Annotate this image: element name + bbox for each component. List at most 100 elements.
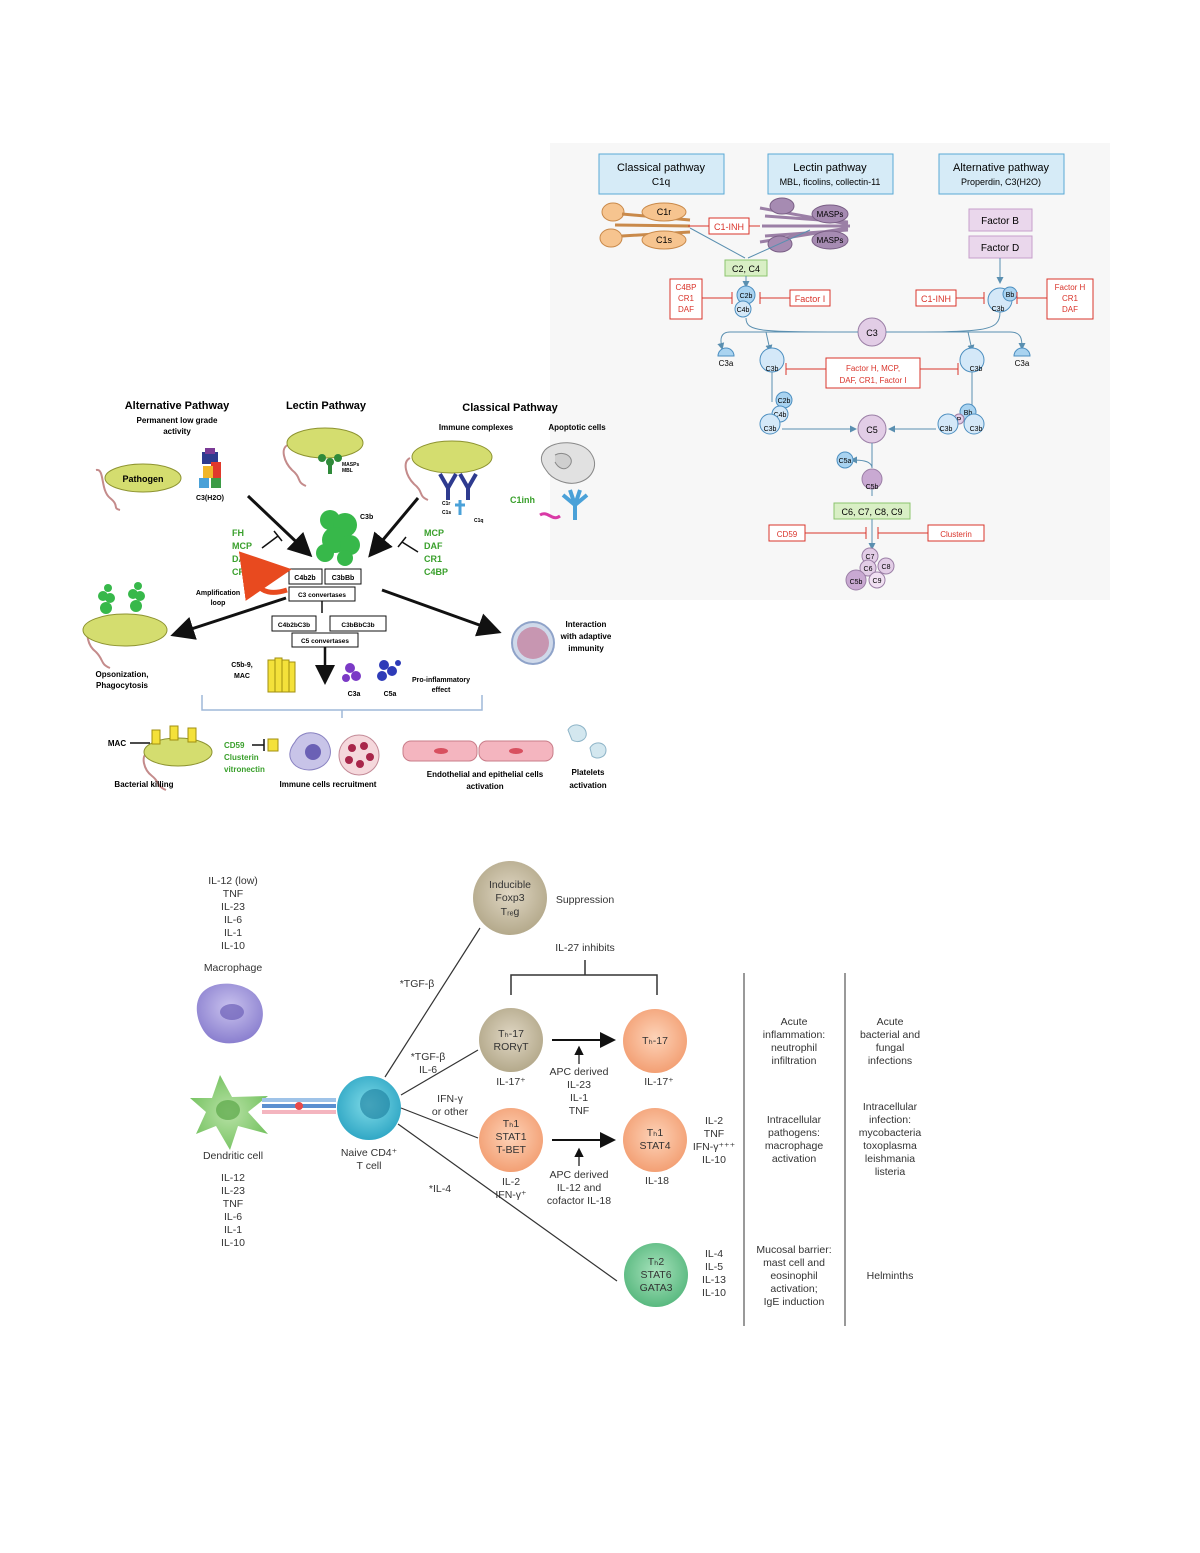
th1-a-below-1: IL-2	[502, 1176, 520, 1188]
c5a-label: C5a	[839, 458, 852, 465]
c3-convertases-label: C3 convertases	[298, 592, 346, 599]
immune-cell-2-shape	[338, 734, 380, 776]
mac-cluster	[845, 547, 895, 591]
dis2-line3: mycobacteria	[859, 1127, 922, 1139]
c3b-l2-shape	[759, 413, 781, 435]
mac-bug-flagellum	[142, 751, 167, 791]
th1-b-cell-shape	[623, 1108, 687, 1172]
dis1-line1: Acute	[877, 1016, 904, 1028]
lectin-bug-shape	[286, 427, 364, 459]
c3b-r2b-label: C3b	[970, 426, 983, 433]
il17-a-label: IL-17⁺	[496, 1076, 526, 1088]
alt-sub1: Permanent low grade	[137, 416, 218, 425]
opsonization-label-2: Phagocytosis	[96, 681, 149, 690]
naive-label-2: T cell	[357, 1160, 382, 1172]
platelet-1	[567, 724, 587, 743]
dc-cyto-1: IL-12	[221, 1172, 245, 1184]
c3bbb-label: C3bBb	[332, 575, 355, 582]
il18-label: IL-18	[645, 1175, 669, 1187]
th2-cell-shape	[624, 1243, 688, 1307]
dis2-line6: listeria	[875, 1166, 906, 1178]
func3-line2: mast cell and	[763, 1257, 825, 1269]
proinflammatory-label-2: effect	[432, 687, 451, 694]
c4bp-box	[669, 278, 703, 320]
center-inhibitor-box	[825, 357, 921, 389]
func1-line2: inflammation:	[763, 1029, 825, 1041]
masps-small-label: MASPs	[342, 462, 359, 468]
c5-convertases-label: C5 convertases	[301, 638, 349, 645]
mac-cyto-5: IL-1	[224, 927, 242, 939]
il27-bracket	[510, 960, 658, 995]
bacterial-killing-label: Bacterial killing	[114, 780, 173, 789]
c5a-molecule	[377, 660, 401, 681]
func2-line1: Intracellular	[767, 1114, 822, 1126]
pathogen-shape	[104, 463, 182, 493]
th1-cyto-3: IFN-γ⁺⁺⁺	[693, 1141, 736, 1153]
c1s-small-label: C1s	[442, 510, 451, 516]
mac-bottom-label: MAC	[108, 739, 126, 748]
macrophage-label: Macrophage	[204, 962, 263, 974]
mac-cyto-4: IL-6	[224, 914, 242, 926]
mac-label: MAC	[234, 673, 250, 680]
t-cell-differentiation-diagram: IL-12 (low) TNF IL-23 IL-6 IL-1 IL-10 Ma…	[190, 861, 921, 1326]
dis3-label: Helminths	[867, 1270, 914, 1282]
th1-cyto-4: IL-10	[702, 1154, 726, 1166]
classical-pathway-title: Classical pathway	[617, 162, 706, 174]
alternative-pathway-sub: Properdin, C3(H2O)	[961, 177, 1041, 187]
dis2-line4: toxoplasma	[863, 1140, 917, 1152]
inhib-vitronectin: vitronectin	[224, 765, 265, 774]
interaction-label-3: immunity	[568, 644, 604, 653]
c5b9-label: C5b-9,	[231, 662, 252, 669]
treg-label-2: Foxp3	[495, 892, 524, 904]
c1inh-left-label: C1inh	[510, 495, 535, 505]
apc1-label-3: IL-1	[570, 1092, 588, 1104]
factor-h-box	[1046, 278, 1094, 320]
th17-a-label-1: Tₕ-17	[498, 1028, 524, 1040]
effects-bracket	[201, 695, 483, 718]
th1-a-label-2: STAT1	[495, 1131, 526, 1143]
cr1-label-a: CR1	[678, 294, 695, 303]
platelets-label-2: activation	[569, 781, 606, 790]
immune-cell-2-granules	[345, 742, 374, 768]
amp-label-1: Amplification	[196, 590, 240, 597]
th1-a-label-3: T-BET	[496, 1144, 526, 1156]
c3b-l2-label: C3b	[764, 426, 777, 433]
tgfb-label: *TGF-β	[400, 978, 435, 990]
mac-pores	[151, 725, 197, 745]
adaptive-nucleus-shape	[517, 627, 549, 659]
classical-pathway-sub: C1q	[652, 177, 670, 188]
amp-label-2: loop	[211, 600, 226, 607]
c3h2o-label: C3(H2O)	[196, 495, 224, 502]
apc2-label-3: cofactor IL-18	[547, 1195, 611, 1207]
th1-a-cell-shape	[479, 1108, 543, 1172]
c1r-label: C1r	[657, 207, 672, 217]
classical-pathway-box	[598, 153, 725, 195]
endothelial-label-2: activation	[466, 782, 503, 791]
mac-cylinder	[267, 657, 296, 693]
func1-line1: Acute	[781, 1016, 808, 1028]
right-reg-daf: DAF	[424, 541, 443, 551]
c4b-label: C4b	[737, 307, 750, 314]
th17-b-cell-shape	[623, 1009, 687, 1073]
c3bbbc3b-label: C3bBbC3b	[341, 622, 374, 629]
func2-line3: macrophage	[765, 1140, 824, 1152]
dc-cyto-3: TNF	[223, 1198, 243, 1210]
lectin-pathway-title: Lectin pathway	[793, 162, 867, 174]
opsonization-label-1: Opsonization,	[96, 670, 149, 679]
dis1-line3: fungal	[876, 1042, 905, 1054]
c1-complex-shape	[599, 202, 691, 250]
c1q-apoptotic-molecule	[561, 489, 589, 520]
right-reg-inhibit	[397, 536, 419, 553]
th2-label-2: STAT6	[640, 1269, 671, 1281]
antibody-complex	[438, 473, 478, 500]
masps-label-2: MASPs	[817, 236, 844, 245]
c5-label: C5	[866, 425, 878, 435]
il4-label: *IL-4	[429, 1183, 451, 1195]
func3-line4: activation;	[770, 1283, 817, 1295]
c3bbb-box	[324, 568, 362, 585]
clusterin-label: Clusterin	[940, 530, 972, 539]
c1q-small-label: C1q	[474, 518, 483, 524]
factor-d-label: Factor D	[981, 243, 1019, 254]
c2b-label: C2b	[740, 293, 753, 300]
